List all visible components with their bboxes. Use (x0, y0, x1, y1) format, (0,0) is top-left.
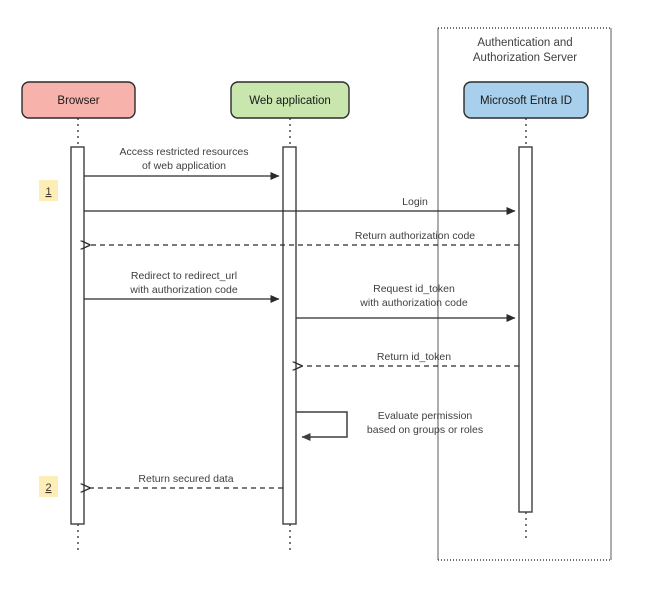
participant-browser-box[interactable] (21, 81, 136, 119)
participant-entra-label: Microsoft Entra ID (480, 95, 572, 107)
activation-browser (70, 146, 85, 525)
message-label-line-2: based on groups or roles (367, 424, 483, 436)
participant-entra-box[interactable] (463, 81, 589, 119)
message-request-id-token: Request id_token with authorization code (296, 283, 516, 322)
step-badge-1-label: 1 (45, 186, 51, 198)
step-badge-2-bg[interactable] (39, 476, 58, 497)
message-label-line-1: Access restricted resources (120, 146, 249, 158)
step-badge-2-label: 2 (45, 482, 51, 494)
step-badge-1[interactable]: 1 (39, 180, 58, 201)
message-self-arrow (296, 411, 348, 441)
step-badge-1-bg[interactable] (39, 180, 58, 201)
message-login: Login (84, 196, 516, 215)
lifelines (77, 118, 527, 552)
participant-webapp[interactable]: Web application (230, 81, 350, 119)
participant-browser[interactable]: Browser (21, 81, 136, 119)
message-label-line-1: Return id_token (377, 351, 451, 363)
message-label-line-1: Request id_token (373, 283, 455, 295)
participant-webapp-box[interactable] (230, 81, 350, 119)
participant-entra[interactable]: Microsoft Entra ID (463, 81, 589, 119)
participant-webapp-label: Web application (249, 95, 331, 107)
auth-server-group: Authentication and Authorization Server (437, 27, 612, 561)
message-label-line-2: with authorization code (359, 297, 468, 309)
activation-bars (70, 146, 533, 525)
message-label-line-2: of web application (142, 160, 226, 172)
message-return-secured-data: Return secured data (90, 473, 283, 488)
message-redirect-to-redirect-url: Redirect to redirect_url with authorizat… (84, 270, 280, 303)
group-title-line-1: Authentication and (477, 37, 572, 49)
message-evaluate-permission: Evaluate permission based on groups or r… (296, 410, 483, 441)
message-label-line-1: Return authorization code (355, 230, 475, 242)
activation-webapp (282, 146, 297, 525)
step-badge-2[interactable]: 2 (39, 476, 58, 497)
message-label-line-1: Evaluate permission (378, 410, 473, 422)
message-label-line-1: Login (402, 196, 428, 208)
message-label-line-1: Return secured data (138, 473, 233, 485)
message-return-id-token: Return id_token (302, 351, 519, 366)
message-label-line-2: with authorization code (129, 284, 238, 296)
group-title-line-2: Authorization Server (473, 52, 577, 64)
activation-entra (518, 146, 533, 513)
participant-browser-label: Browser (57, 95, 99, 107)
message-label-line-1: Redirect to redirect_url (131, 270, 237, 282)
message-return-authorization-code: Return authorization code (90, 230, 519, 245)
message-access-restricted-resources: Access restricted resources of web appli… (84, 146, 280, 180)
